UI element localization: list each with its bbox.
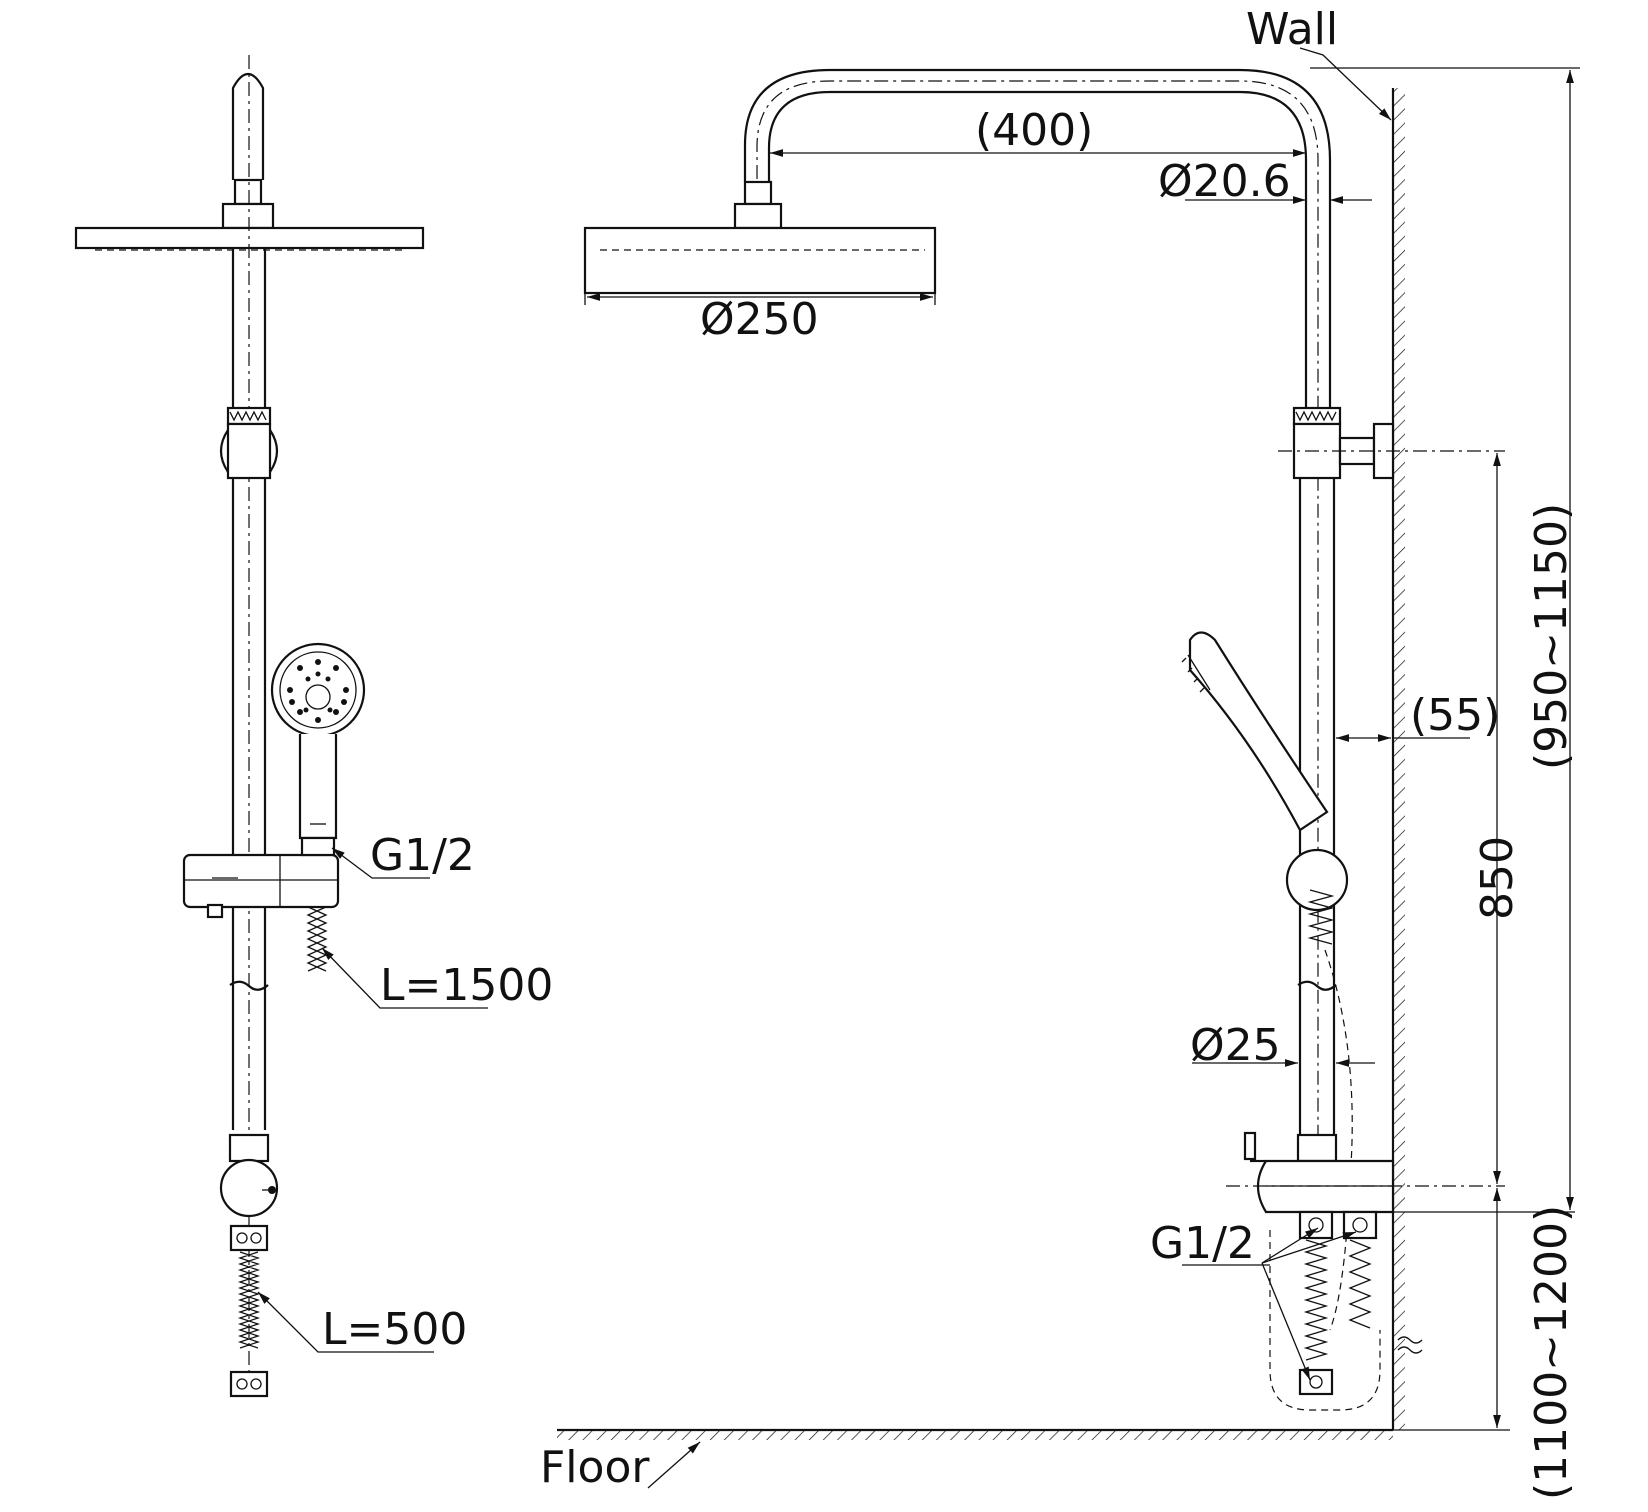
side-riser-nut	[1296, 1133, 1338, 1163]
side-inlet-nut-left	[1298, 1210, 1334, 1240]
front-g12-leader	[331, 847, 430, 879]
side-head-connector	[733, 202, 783, 230]
side-hose-loop	[1269, 1230, 1381, 1411]
side-collar-knurl	[1295, 410, 1337, 422]
label-handshower-thread: G1/2	[370, 830, 475, 881]
front-arm-nut	[233, 178, 263, 206]
side-arm-inner	[767, 90, 1308, 410]
side-handshower-face	[1187, 654, 1211, 691]
label-mixer-height: (1100~1200)	[1526, 1205, 1577, 1500]
front-handshower-nut	[300, 836, 336, 857]
side-break-mark	[1297, 980, 1337, 991]
label-riser-height: (950~1150)	[1526, 503, 1577, 770]
front-bracket-wall-left	[219, 429, 229, 473]
front-arm-cap	[231, 72, 265, 180]
front-inlet-hose-leader	[257, 1291, 434, 1353]
label-handshower-hose: L=1500	[380, 960, 553, 1011]
side-head-nut	[743, 180, 773, 206]
side-handshower-nozzles	[1181, 657, 1205, 693]
side-inlet-hose-right	[1348, 1239, 1372, 1329]
wall-leader	[1299, 47, 1392, 121]
label-inlet-thread: G1/2	[1150, 1218, 1255, 1269]
label-arm-pipe-diameter: Ø20.6	[1158, 156, 1291, 207]
front-hose	[306, 906, 328, 972]
label-head-diameter: Ø250	[700, 294, 819, 345]
side-inlet-nut-bottom	[1298, 1368, 1334, 1396]
side-arm-centerline	[756, 80, 1319, 1190]
label-wall: Wall	[1246, 4, 1338, 55]
label-bracket-spacing: 850	[1472, 836, 1523, 920]
side-view: (400) Ø20.6 Ø250 Wall (55) Ø25 850 (950~…	[540, 4, 1580, 1500]
label-arm-length: (400)	[975, 105, 1093, 156]
side-g12-arrow-2	[1261, 1231, 1357, 1264]
side-hose-path	[1324, 949, 1353, 1331]
side-slide-bracket	[1285, 848, 1349, 912]
front-handshower-ring	[279, 651, 357, 729]
front-bracket-wall-right	[269, 429, 279, 473]
floor-hatch	[557, 1430, 1393, 1440]
side-g12-arrow-1	[1261, 1227, 1319, 1264]
side-arm-outer	[743, 68, 1332, 410]
front-break-mark	[229, 980, 269, 991]
label-inlet-hose: L=500	[322, 1304, 467, 1355]
front-upper-bracket	[226, 422, 272, 480]
side-upper-collar	[1292, 406, 1342, 426]
front-mixer-top-nut	[228, 1133, 270, 1163]
front-handshower-nozzles	[287, 659, 349, 723]
front-view: G1/2 L=1500 L=500	[74, 55, 553, 1398]
side-handshower-hose	[1307, 889, 1335, 945]
side-handshower	[1188, 631, 1329, 832]
side-g12-arrow-3	[1261, 1262, 1311, 1381]
label-riser-diameter: Ø25	[1190, 1020, 1281, 1071]
front-slide-knob	[206, 903, 224, 919]
front-head-connector	[221, 202, 275, 230]
side-shower-head	[583, 226, 937, 295]
front-collar-knurl	[229, 410, 267, 422]
front-slide-holder	[182, 853, 340, 909]
front-handshower-center	[305, 684, 331, 710]
side-inlet-hose-left	[1303, 1239, 1329, 1361]
front-hose-leader	[321, 947, 488, 1009]
label-floor: Floor	[540, 1442, 650, 1493]
front-mixer-body	[219, 1158, 279, 1218]
side-mixer-lever	[1243, 1131, 1257, 1161]
front-mixer-dot	[268, 1186, 276, 1194]
wall-hatch	[1393, 88, 1405, 1430]
floor-leader	[647, 1441, 701, 1489]
wall-break-symbol	[1397, 1336, 1423, 1354]
front-handshower-handle	[298, 734, 338, 840]
label-wall-offset: (55)	[1410, 690, 1500, 741]
